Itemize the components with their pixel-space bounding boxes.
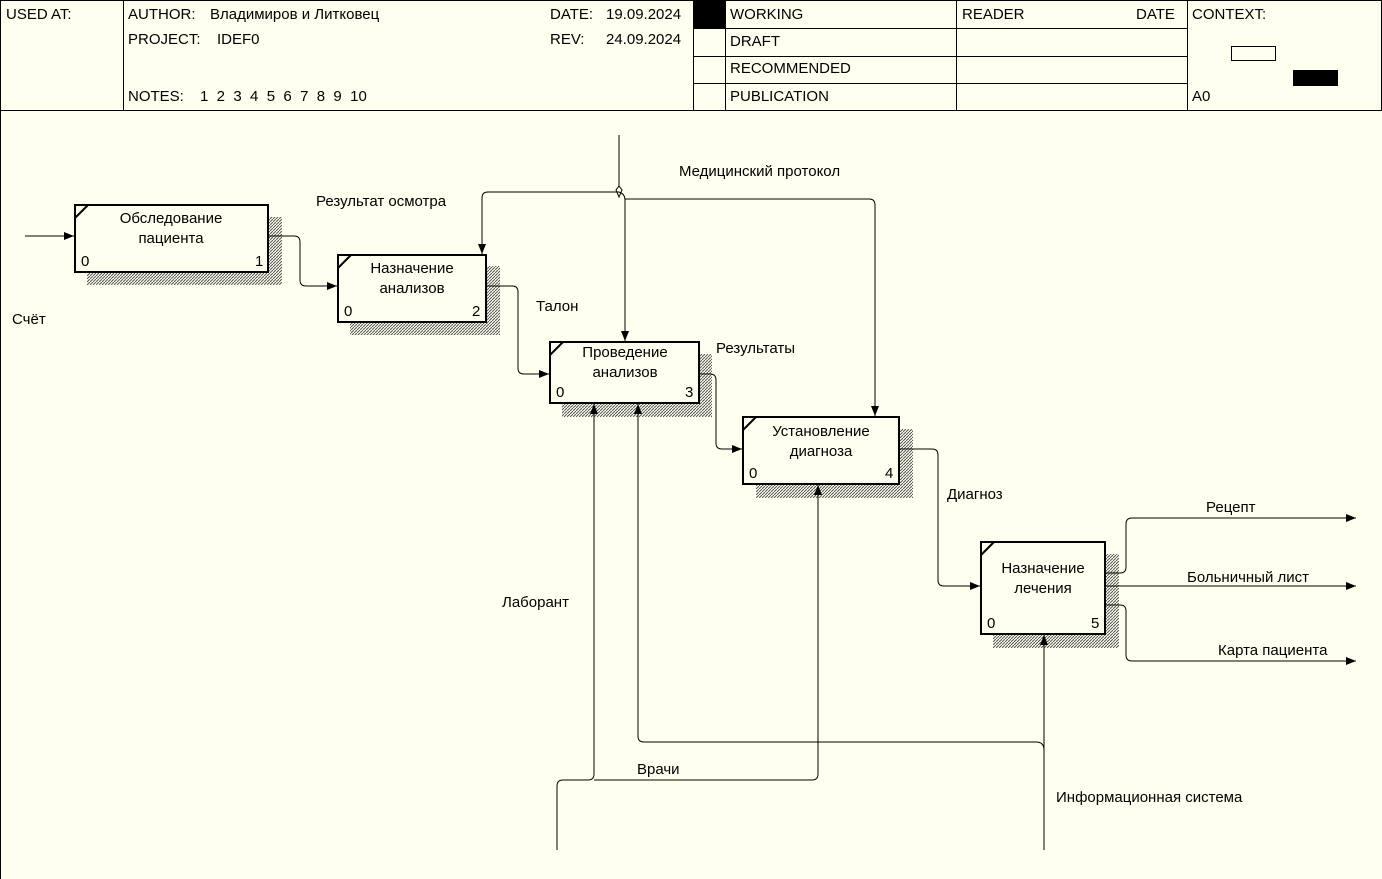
- label-vrachi: Врачи: [637, 761, 680, 778]
- arrow-recept[interactable]: [1106, 514, 1356, 574]
- reader-date-label: DATE: [1136, 6, 1175, 23]
- box-5-title-line-1: Назначение: [1001, 560, 1084, 577]
- used-at-label: USED AT:: [6, 6, 72, 23]
- context-box-filled: [1293, 70, 1338, 86]
- label-karta: Карта пациента: [1218, 642, 1328, 659]
- box-1-left-number: 0: [81, 253, 89, 270]
- box-1[interactable]: [74, 204, 269, 273]
- rev-value: 24.09.2024: [606, 31, 682, 48]
- node-number: A0: [1192, 88, 1211, 105]
- status-recommended: RECOMMENDED: [730, 60, 851, 77]
- label-talon: Талон: [536, 298, 578, 315]
- date-label: DATE:: [550, 6, 594, 23]
- date-value: 19.09.2024: [606, 6, 682, 23]
- box-2-title-line-2: анализов: [379, 280, 444, 297]
- status-draft: DRAFT: [730, 33, 780, 50]
- box-2-title-line-1: Назначение: [370, 260, 453, 277]
- box-4-title-line-2: диагноза: [790, 443, 853, 460]
- box-2[interactable]: [337, 254, 487, 323]
- author-label: AUTHOR:: [128, 6, 196, 23]
- arrow-laborant[interactable]: [556, 404, 598, 850]
- box-2-node-number: 2: [472, 303, 480, 320]
- arrow-karta[interactable]: [1106, 604, 1356, 665]
- box-3-title-line-2: анализов: [592, 364, 657, 381]
- box-2-left-number: 0: [344, 303, 352, 320]
- arrow-vrachi[interactable]: [594, 485, 822, 781]
- context-label: CONTEXT:: [1192, 6, 1267, 23]
- box-1-node-number: 1: [255, 253, 263, 270]
- arrow-protocol-to-box2[interactable]: [478, 191, 619, 254]
- status-working: WORKING: [730, 6, 804, 23]
- box-3-title-line-1: Проведение: [582, 344, 667, 361]
- project-label: PROJECT:: [128, 31, 201, 48]
- label-laborant: Лаборант: [502, 594, 569, 611]
- arrow-talon[interactable]: [487, 285, 549, 378]
- arrow-protocol-to-box4[interactable]: [625, 198, 879, 416]
- arrow-diagnoz[interactable]: [900, 448, 980, 590]
- reader-label: READER: [962, 6, 1025, 23]
- label-schet: Счёт: [12, 311, 46, 328]
- box-3-node-number: 3: [685, 384, 693, 401]
- label-rezultat-osmotra: Результат осмотра: [316, 193, 447, 210]
- working-status-marker: [694, 1, 725, 28]
- box-3[interactable]: [549, 341, 700, 404]
- box-3-left-number: 0: [556, 384, 564, 401]
- box-1-title-line-1: Обследование: [120, 210, 223, 227]
- label-med-protocol: Медицинский протокол: [679, 163, 840, 180]
- arrow-protocol-to-box3[interactable]: [618, 191, 629, 341]
- notes-label: NOTES:: [128, 88, 184, 105]
- label-rezultaty: Результаты: [716, 340, 795, 357]
- arrow-rezultat-osmotra[interactable]: [269, 235, 337, 290]
- label-diagnoz: Диагноз: [947, 486, 1003, 503]
- box-5-node-number: 5: [1091, 615, 1099, 632]
- arrow-info-system-to-box3[interactable]: [634, 404, 1045, 751]
- box-4-left-number: 0: [749, 465, 757, 482]
- box-4-node-number: 4: [885, 465, 893, 482]
- box-4[interactable]: [742, 416, 900, 485]
- box-1-title-line-2: пациента: [138, 230, 204, 247]
- box-5-left-number: 0: [987, 615, 995, 632]
- project-value: IDEF0: [217, 31, 260, 48]
- box-5-title-line-2: лечения: [1014, 580, 1072, 597]
- rev-label: REV:: [550, 31, 585, 48]
- label-bolnichny: Больничный лист: [1187, 569, 1309, 586]
- box-5[interactable]: [980, 541, 1106, 635]
- author-value: Владимиров и Литковец: [210, 6, 380, 23]
- context-box-outline: [1231, 46, 1276, 61]
- label-recept: Рецепт: [1206, 499, 1256, 516]
- label-info-system: Информационная система: [1056, 789, 1243, 806]
- box-4-title-line-1: Установление: [772, 423, 869, 440]
- arrow-rezultaty[interactable]: [700, 373, 742, 453]
- notes-value: 1 2 3 4 5 6 7 8 9 10: [200, 88, 367, 105]
- status-publication: PUBLICATION: [730, 88, 829, 105]
